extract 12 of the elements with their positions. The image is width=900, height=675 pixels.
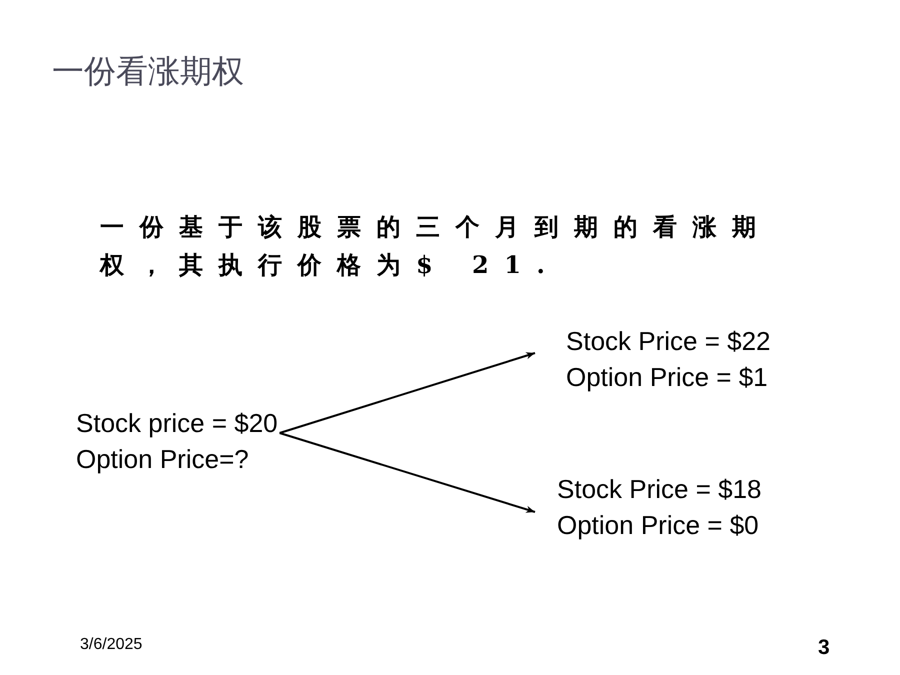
stock-price-text: Stock price = $20: [76, 407, 278, 440]
date-text: 3/6/2025: [80, 636, 142, 654]
arrow: [279, 432, 536, 513]
page-number: 3: [818, 636, 830, 660]
option-price-text: Option Price = $0: [557, 509, 760, 542]
stock-price-text: Stock Price = $22: [566, 325, 770, 358]
description-text: 一份基于该股票的三个月到期的看涨期权，其执行价格为$ 21.: [100, 211, 772, 281]
option-price-text: Option Price=?: [76, 443, 250, 476]
option-price-text: Option Price = $1: [566, 361, 769, 394]
arrow: [279, 352, 536, 434]
slide-title: 一份看涨期权: [52, 52, 244, 91]
stock-price-text: Stock Price = $18: [557, 473, 762, 506]
